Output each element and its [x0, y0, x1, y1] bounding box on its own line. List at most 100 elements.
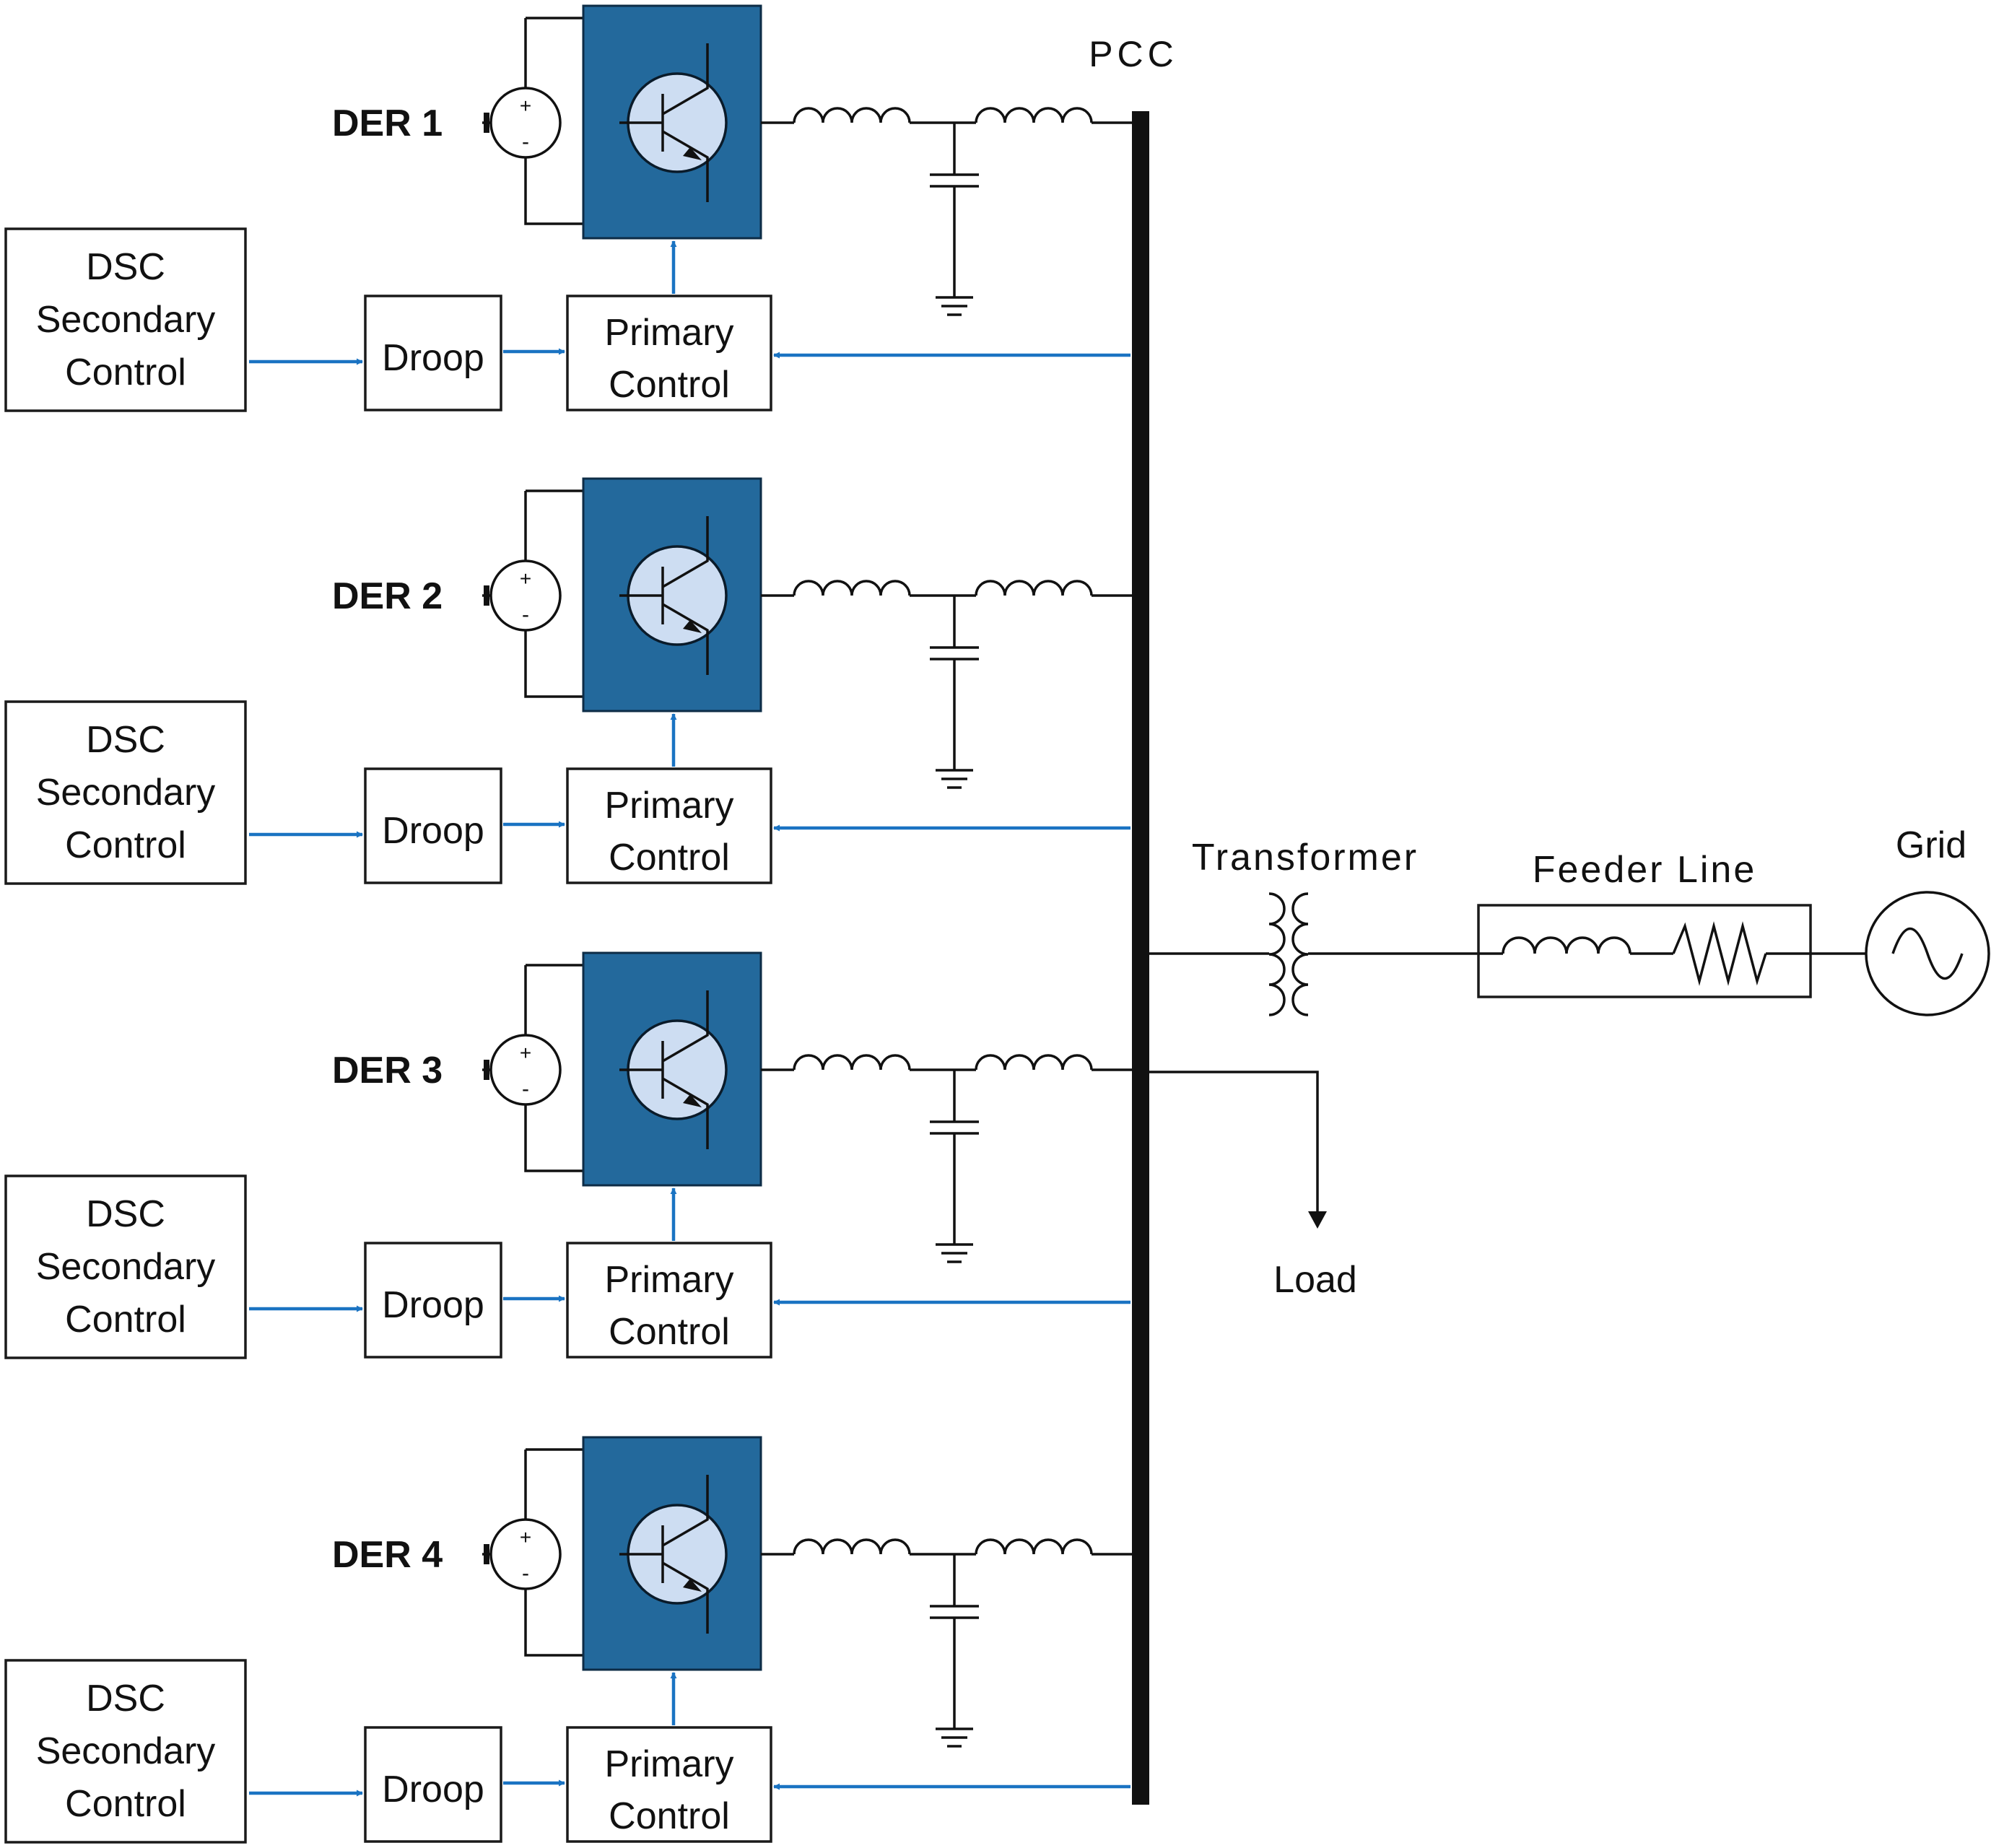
der-label: DER 3	[332, 1050, 443, 1091]
dsc-secondary-control-label: DSC	[86, 1678, 165, 1720]
der-label: DER 1	[332, 103, 443, 144]
transistor-emitter-arrow	[683, 147, 702, 160]
dsc-secondary-control-label: Control	[65, 1783, 186, 1825]
transistor-leads	[619, 1475, 794, 1634]
transistor-leads	[619, 516, 794, 675]
ground-icon	[936, 296, 973, 316]
dc-source-plus: +	[520, 567, 531, 590]
pcc-label: PCC	[1089, 34, 1178, 74]
load-branch: Load	[1149, 1071, 1357, 1301]
dc-source-wiring	[524, 17, 583, 225]
der-label: DER 2	[332, 575, 443, 617]
dc-source-wiring	[524, 489, 583, 698]
transistor-emitter-arrow	[683, 1094, 702, 1107]
primary-control-box	[566, 767, 772, 884]
dc-source-minus: -	[522, 1561, 529, 1585]
feeder-line-box	[1477, 904, 1812, 998]
dc-source-plus: +	[520, 1042, 531, 1064]
primary-control-box	[566, 1242, 772, 1359]
dsc-secondary-control-label: Secondary	[36, 772, 216, 814]
feeder-line-label: Feeder Line	[1533, 849, 1757, 891]
inductor-icon	[975, 1054, 1093, 1071]
primary-control-label: Primary	[604, 1259, 733, 1301]
droop-label: Droop	[382, 1284, 484, 1326]
dc-source-terminal-mark	[484, 113, 489, 133]
dsc-secondary-control-box	[4, 227, 247, 412]
inductor-icon	[793, 580, 911, 596]
transformer-primary-coil	[1268, 892, 1286, 1016]
dc-source-minus: -	[522, 1077, 529, 1101]
grid-label: Grid	[1896, 824, 1966, 866]
dsc-secondary-control-label: DSC	[86, 246, 165, 288]
resistor-icon	[1672, 921, 1767, 986]
droop-label: Droop	[382, 1769, 484, 1810]
transistor-leads	[619, 43, 794, 202]
transistor-leads	[619, 990, 794, 1149]
dc-source-minus: -	[522, 130, 529, 154]
primary-control-label: Control	[609, 1311, 730, 1353]
primary-control-label: Control	[609, 364, 730, 406]
droop-box	[364, 295, 502, 411]
load-arrow-icon	[1308, 1211, 1327, 1229]
primary-control-label: Primary	[604, 312, 733, 354]
inductor-icon	[975, 1538, 1093, 1555]
transformer-secondary-coil	[1291, 892, 1309, 1016]
dsc-secondary-control-box	[4, 1174, 247, 1359]
der-label: DER 4	[332, 1534, 443, 1576]
dc-source-minus: -	[522, 603, 529, 627]
primary-control-box	[566, 1726, 772, 1843]
dc-source-plus: +	[520, 95, 531, 117]
transformer-label: Transformer	[1192, 837, 1419, 879]
dc-source-terminal-mark	[484, 1060, 489, 1080]
transistor-emitter-arrow	[683, 1579, 702, 1592]
dsc-secondary-control-label: Secondary	[36, 1246, 216, 1288]
inductor-icon	[793, 1054, 911, 1071]
inductor-icon	[975, 580, 1093, 596]
droop-box	[364, 767, 502, 884]
capacitor-icon	[930, 173, 979, 188]
droop-label: Droop	[382, 337, 484, 379]
grid: Grid	[1811, 824, 1990, 1016]
dsc-secondary-control-box	[4, 1659, 247, 1844]
load-label: Load	[1273, 1259, 1357, 1301]
ground-icon	[936, 769, 973, 789]
sine-wave-icon	[1891, 928, 1964, 980]
feeder-line: Feeder Line	[1477, 849, 1812, 998]
dc-source-terminal-mark	[484, 1544, 489, 1564]
inductor-icon	[975, 107, 1093, 123]
dsc-secondary-control-label: Control	[65, 352, 186, 393]
primary-control-label: Primary	[604, 785, 733, 827]
droop-label: Droop	[382, 810, 484, 852]
dsc-secondary-control-label: Secondary	[36, 1730, 216, 1772]
primary-control-label: Control	[609, 837, 730, 879]
droop-box	[364, 1242, 502, 1359]
capacitor-icon	[930, 1120, 979, 1135]
dsc-secondary-control-label: DSC	[86, 1193, 165, 1235]
primary-control-box	[566, 295, 772, 411]
dsc-secondary-control-label: Control	[65, 824, 186, 866]
inductor-icon	[793, 1538, 911, 1555]
inductor-icon	[793, 107, 911, 123]
capacitor-icon	[930, 646, 979, 661]
dsc-secondary-control-box	[4, 700, 247, 885]
primary-control-label: Primary	[604, 1743, 733, 1785]
droop-box	[364, 1726, 502, 1843]
dc-source-wiring	[524, 964, 583, 1172]
ground-icon	[936, 1727, 973, 1748]
dc-source-plus: +	[520, 1526, 531, 1548]
pcc-bus	[1132, 111, 1149, 1805]
dc-source-terminal-mark	[484, 585, 489, 606]
ground-icon	[936, 1243, 973, 1263]
dsc-secondary-control-label: DSC	[86, 719, 165, 761]
transistor-emitter-arrow	[683, 620, 702, 633]
capacitor-icon	[930, 1605, 979, 1619]
inductor-icon	[1502, 936, 1631, 954]
transformer-branch: Transformer	[1149, 837, 1478, 1016]
dsc-secondary-control-label: Secondary	[36, 299, 216, 341]
dsc-secondary-control-label: Control	[65, 1299, 186, 1341]
